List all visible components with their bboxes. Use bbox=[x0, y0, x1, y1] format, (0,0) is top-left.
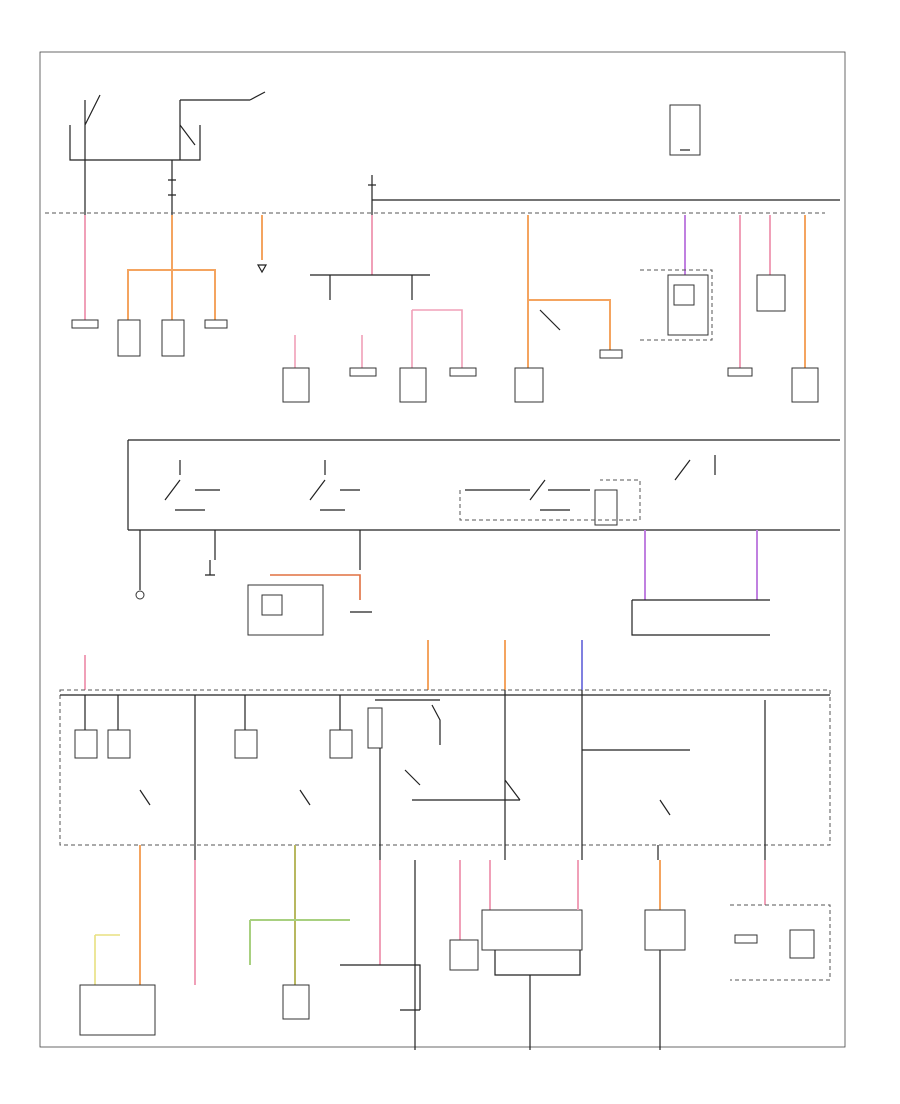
door-module-icon bbox=[117, 319, 141, 357]
lower-fuse-panel bbox=[59, 689, 831, 860]
door-module-icon bbox=[161, 319, 185, 357]
fuse-block-icon bbox=[669, 104, 701, 156]
mid-components bbox=[84, 560, 583, 690]
relay-box-icon bbox=[247, 584, 324, 636]
lower-branches bbox=[79, 845, 831, 1050]
upper-branches bbox=[71, 215, 819, 403]
component-box-icon bbox=[79, 984, 156, 1036]
main-bus bbox=[45, 175, 840, 215]
diagram-frame bbox=[39, 51, 846, 1048]
battery-relay-section bbox=[69, 91, 701, 215]
ignition-switch[interactable] bbox=[127, 439, 840, 636]
